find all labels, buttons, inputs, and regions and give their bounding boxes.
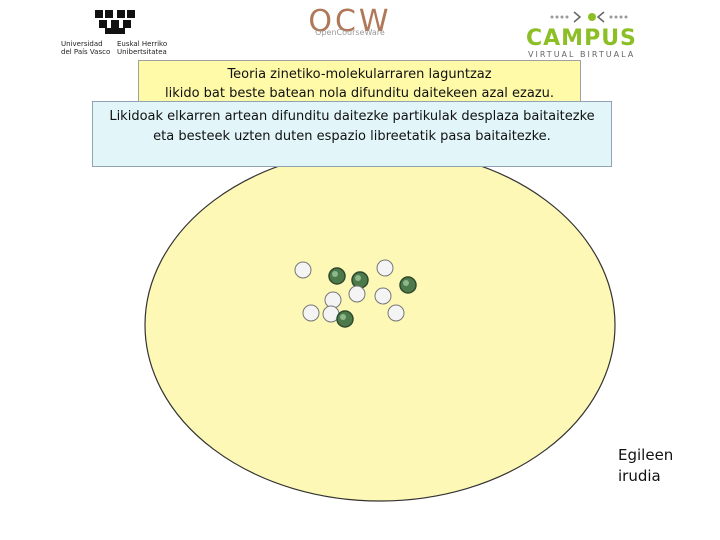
white-particle	[349, 286, 365, 302]
white-particle	[325, 292, 341, 308]
answer-box: Likidoak elkarren artean difunditu daite…	[92, 101, 612, 167]
particle-highlight	[403, 280, 409, 286]
liquid-container	[145, 149, 615, 501]
white-particle	[295, 262, 311, 278]
question-line-1: Teoria zinetiko-molekularraren laguntzaz	[139, 65, 580, 84]
answer-line-2: eta besteek uzten duten espazio libreeta…	[93, 127, 611, 147]
particle-highlight	[355, 275, 361, 281]
credit-line-2: irudia	[618, 466, 673, 487]
credit-line-1: Egileen	[618, 445, 673, 466]
white-particle	[303, 305, 319, 321]
white-particle	[375, 288, 391, 304]
particle-highlight	[340, 314, 346, 320]
white-particle	[388, 305, 404, 321]
image-credit: Egileen irudia	[618, 445, 673, 487]
answer-line-1: Likidoak elkarren artean difunditu daite…	[93, 107, 611, 127]
white-particle	[377, 260, 393, 276]
particle-highlight	[332, 271, 338, 277]
